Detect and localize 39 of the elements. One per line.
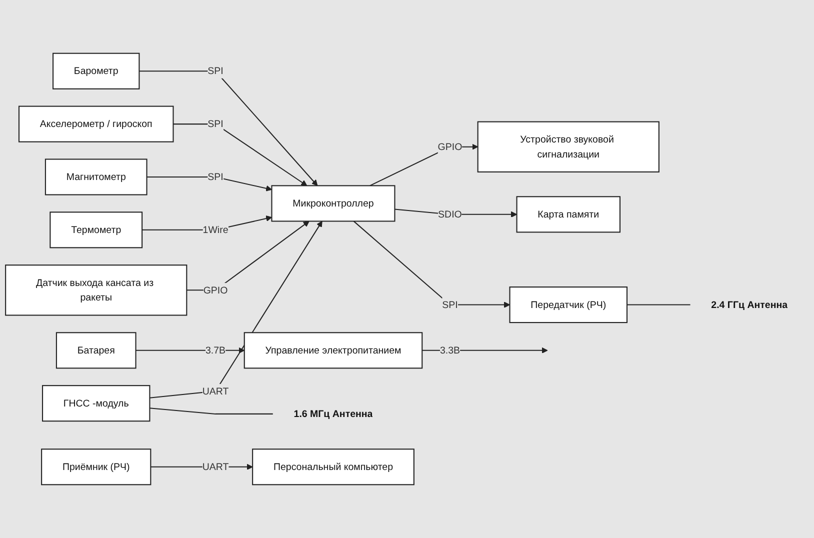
node-box: ГНСС -модуль: [42, 385, 150, 422]
node-box: Датчик выхода кансата из ракеты: [5, 264, 188, 316]
edge-label: UART: [202, 385, 229, 396]
edge-label: SPI: [208, 118, 224, 130]
node-box: Персональный компьютер: [252, 448, 414, 486]
arrow: [186, 220, 310, 291]
node-box: Приёмник (РЧ): [41, 448, 152, 486]
node-box: Барометр: [52, 52, 140, 90]
arrow: [150, 220, 322, 398]
edge-label: SPI: [208, 171, 224, 182]
edge-label: 3.7В: [205, 344, 226, 356]
connector: [150, 408, 273, 414]
node-box: Устройство звуковой сигнализации: [477, 121, 660, 172]
edge-label: SPI: [442, 298, 458, 310]
arrow: [173, 124, 308, 186]
arrow: [136, 347, 245, 354]
node-box: Микроконтроллер: [271, 185, 396, 222]
node-box: Передатчик (РЧ): [509, 286, 628, 324]
node-box: Батарея: [56, 332, 136, 369]
arrow: [422, 347, 548, 354]
node-text: 1.6 МГц Антенна: [294, 408, 373, 420]
edge-label: 1Wire: [202, 224, 228, 236]
node-box: Магнитометр: [44, 158, 148, 196]
node-box: Акселерометр / гироскоп: [18, 106, 174, 142]
edge-label: 3.3В: [440, 344, 460, 356]
node-box: Термометр: [50, 212, 143, 248]
node-box: Управление электропитанием: [244, 332, 423, 369]
node-box: Карта памяти: [516, 196, 620, 233]
arrow: [139, 70, 318, 186]
arrow: [353, 220, 510, 308]
arrow: [394, 208, 518, 218]
edge-label: GPIO: [203, 284, 228, 296]
edge-label: SDIO: [438, 208, 462, 220]
edge-label: GPIO: [438, 140, 462, 152]
edge-label: SPI: [208, 65, 224, 76]
edge-label: UART: [202, 460, 229, 472]
node-text: 2.4 ГГц Антенна: [711, 298, 788, 310]
connector: [627, 304, 690, 306]
arrow: [146, 176, 272, 192]
